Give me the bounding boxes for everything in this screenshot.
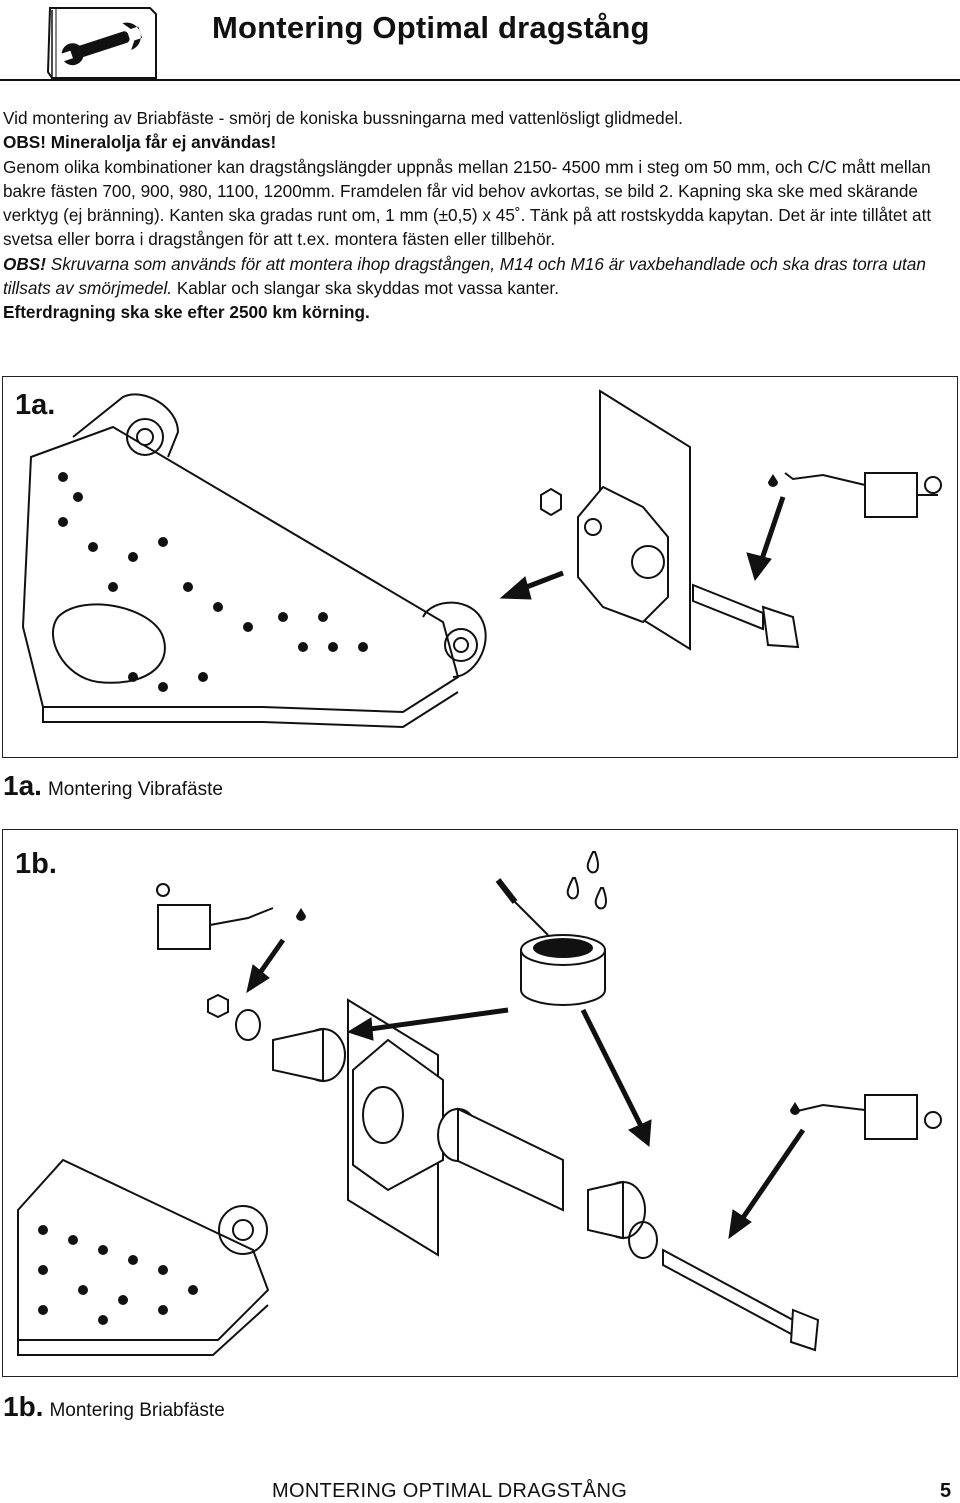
page-footer: MONTERING OPTIMAL DRAGSTÅNG 5 bbox=[0, 1477, 960, 1503]
screw-note: OBS! Skruvarna som används för att monte… bbox=[3, 252, 958, 301]
figure-1b-caption: 1b.Montering Briabfäste bbox=[3, 1391, 225, 1423]
lubrication-instruction: Vid montering av Briabfäste - smörj de k… bbox=[3, 108, 683, 128]
header-divider bbox=[0, 79, 960, 81]
page-header: Montering Optimal dragstång bbox=[0, 0, 960, 88]
instructions-text: Vid montering av Briabfäste - smörj de k… bbox=[3, 106, 958, 325]
figure-1b-label: 1b. bbox=[15, 848, 57, 880]
wrench-manual-icon bbox=[46, 7, 157, 79]
page-title: Montering Optimal dragstång bbox=[212, 10, 650, 45]
footer-title: MONTERING OPTIMAL DRAGSTÅNG bbox=[272, 1480, 628, 1502]
figure-1b: 1b. bbox=[2, 829, 958, 1377]
page-number: 5 bbox=[940, 1480, 952, 1502]
caption-1a-number: 1a. bbox=[3, 770, 42, 801]
figure-1a-caption: 1a.Montering Vibrafäste bbox=[3, 770, 223, 802]
figure-1a: 1a. bbox=[2, 376, 958, 758]
cables-text: Kablar och slangar ska skyddas mot vassa… bbox=[172, 278, 559, 299]
mineral-oil-warning: OBS! Mineralolja får ej användas! bbox=[3, 132, 277, 153]
caption-1a-text: Montering Vibrafäste bbox=[47, 779, 223, 800]
vibra-mount-illustration bbox=[21, 389, 942, 729]
figure-1a-label: 1a. bbox=[15, 389, 56, 421]
caption-1b-number: 1b. bbox=[3, 1391, 44, 1422]
obs-text: Skruvarna som används för att montera ih… bbox=[3, 253, 926, 299]
briab-mount-illustration bbox=[17, 851, 942, 1356]
retightening-note: Efterdragning ska ske efter 2500 km körn… bbox=[3, 302, 370, 323]
caption-1b-text: Montering Briabfäste bbox=[49, 1400, 225, 1421]
length-combinations-text: Genom olika kombinationer kan dragstångs… bbox=[3, 156, 932, 250]
obs-label: OBS! bbox=[3, 253, 46, 274]
